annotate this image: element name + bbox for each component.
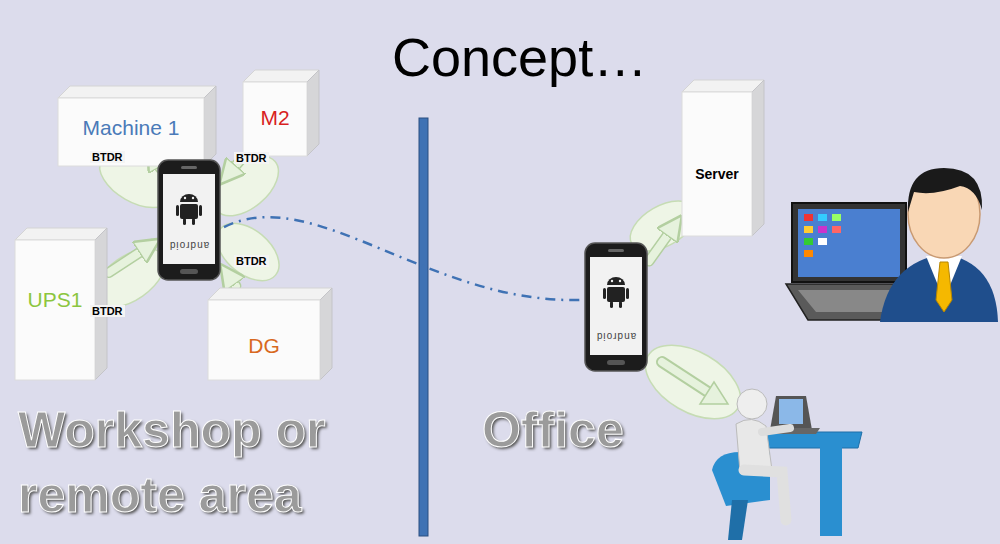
connector bbox=[109, 244, 152, 272]
box-label: M2 bbox=[243, 106, 307, 130]
phone-button bbox=[607, 360, 625, 365]
box-front bbox=[15, 240, 95, 380]
box-top bbox=[243, 70, 319, 82]
link-label: BTDR bbox=[234, 255, 269, 267]
desk-worker-figure bbox=[712, 389, 862, 540]
box-front bbox=[682, 92, 752, 236]
android-robot bbox=[603, 277, 629, 308]
link-label: BTDR bbox=[90, 305, 125, 317]
phone-node: android bbox=[158, 160, 220, 280]
box-side bbox=[95, 228, 107, 380]
transfer-arrow bbox=[662, 362, 728, 404]
arrow-outline bbox=[649, 223, 676, 261]
box-top bbox=[682, 80, 764, 92]
equipment-box: M2 bbox=[243, 70, 319, 156]
box-top bbox=[58, 86, 216, 98]
phone-shape bbox=[158, 160, 220, 280]
box-side bbox=[752, 80, 764, 236]
box-front bbox=[58, 98, 204, 166]
phone-speaker bbox=[608, 249, 624, 252]
equipment-box: Machine 1 bbox=[58, 86, 216, 166]
box-label: UPS1 bbox=[15, 288, 95, 312]
arrow-body bbox=[649, 223, 676, 261]
arrow-outline bbox=[226, 272, 236, 286]
connector bbox=[226, 272, 236, 286]
arrow-body bbox=[109, 244, 152, 272]
box-shape bbox=[682, 80, 764, 236]
phone-brand: android bbox=[158, 240, 220, 251]
phone-shape bbox=[585, 243, 647, 371]
phone-brand: android bbox=[585, 331, 647, 342]
box-front bbox=[208, 300, 320, 380]
box-side bbox=[204, 86, 216, 166]
phone-body bbox=[585, 243, 647, 371]
box-side bbox=[307, 70, 319, 156]
equipment-box: Server bbox=[682, 80, 764, 236]
equipment-box: DG bbox=[208, 288, 332, 380]
box-side bbox=[320, 288, 332, 380]
region-label: Office bbox=[482, 398, 682, 463]
region-label: Workshop or remote area bbox=[18, 398, 358, 528]
phone-speaker bbox=[181, 166, 197, 169]
link-label: BTDR bbox=[234, 152, 269, 164]
box-top bbox=[208, 288, 332, 300]
title: Concept… bbox=[392, 26, 647, 88]
box-label: Machine 1 bbox=[58, 116, 204, 140]
phone-node: android bbox=[585, 243, 647, 371]
phone-button bbox=[180, 269, 198, 274]
divider-line bbox=[419, 118, 428, 536]
box-label: DG bbox=[208, 334, 320, 358]
signal-glow bbox=[85, 141, 753, 434]
arrow-outline bbox=[109, 244, 152, 272]
link-label: BTDR bbox=[90, 151, 125, 163]
phone-body bbox=[158, 160, 220, 280]
manager-figure bbox=[786, 168, 998, 322]
arrow-body bbox=[226, 272, 236, 286]
android-robot bbox=[176, 194, 202, 225]
box-front bbox=[243, 82, 307, 156]
box-top bbox=[15, 228, 107, 240]
equipment-box: UPS1 bbox=[15, 228, 107, 380]
box-label: Server bbox=[682, 166, 752, 182]
connector bbox=[649, 223, 676, 261]
